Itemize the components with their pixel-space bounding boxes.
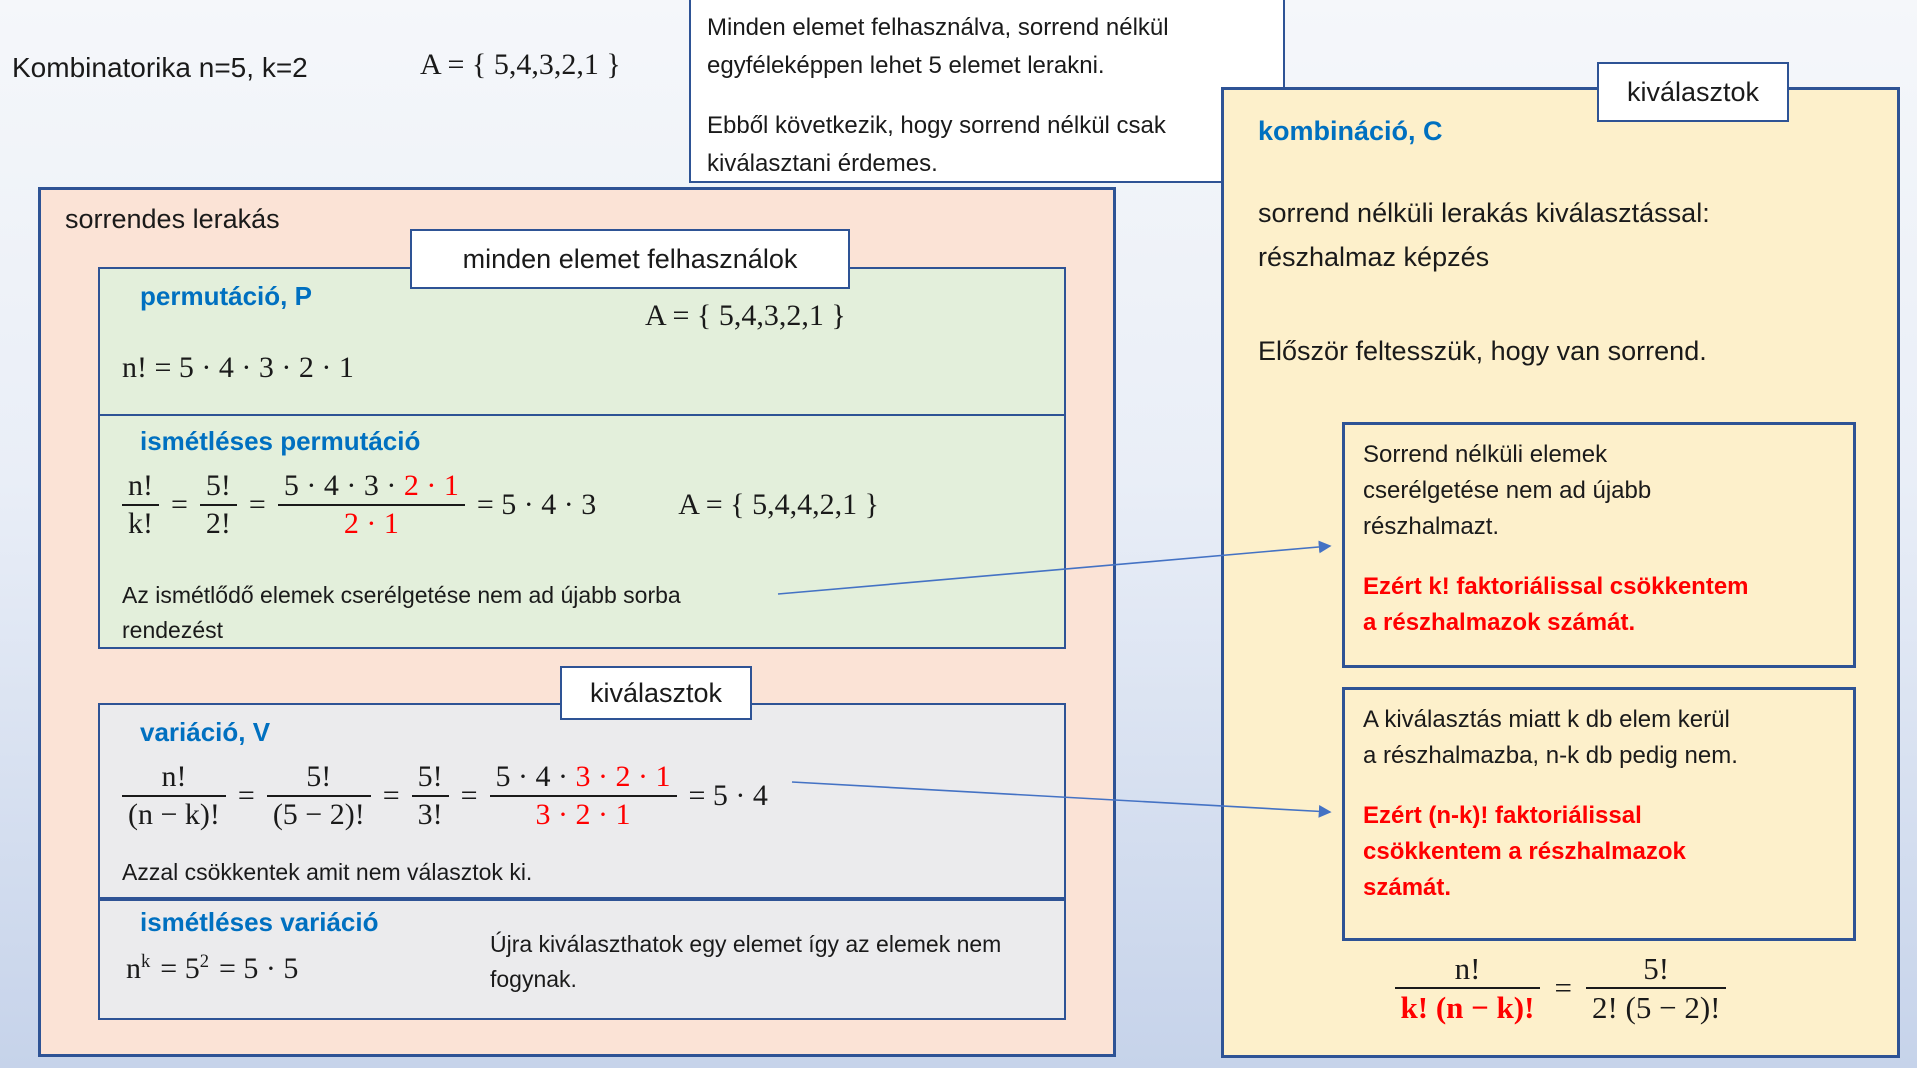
note-red-text: Ezért (n-k)! faktoriálissal csökkentem a… <box>1363 802 1686 901</box>
ordered-placement-box: sorrendes lerakás permutáció, P A = { 5,… <box>38 187 1116 1057</box>
equals-sign: = <box>1554 970 1572 1006</box>
fraction: 5! 2! <box>199 468 237 542</box>
fraction: 5 · 4 · 3 · 2 · 1 3 · 2 · 1 <box>489 759 677 833</box>
fraction-numerator: 5! <box>417 760 443 793</box>
label-select-middle: kiválasztok <box>560 666 752 720</box>
label-select-top-right: kiválasztok <box>1597 62 1789 122</box>
label-text: minden elemet felhasználok <box>462 243 798 274</box>
power-result: = 5 · 5 <box>219 952 299 985</box>
numerator-red-part: 2 · 1 <box>403 469 459 502</box>
equals-sign: = <box>460 779 478 812</box>
fraction: n! (n − k)! <box>122 759 226 833</box>
fraction-denominator-red: 3 · 2 · 1 <box>489 795 677 833</box>
fraction: 5! 3! <box>411 759 449 833</box>
label-all-elements-used: minden elemet felhasználok <box>410 229 850 289</box>
set-definition: A = { 5,4,3,2,1 } <box>420 48 621 81</box>
fraction-numerator: 5 · 4 · 3 · 2 · 1 <box>278 468 465 504</box>
combination-paragraph-2: Először feltesszük, hogy van sorrend. <box>1258 336 1707 366</box>
k-factorial-note-box: Sorrend nélküli elemek cserélgetése nem … <box>1342 422 1856 668</box>
info-box: Minden elemet felhasználva, sorrend nélk… <box>689 0 1285 183</box>
page-title: Kombinatorika n=5, k=2 <box>12 52 308 83</box>
fraction-denominator: 2! <box>199 504 237 542</box>
equals-sign: = <box>248 488 266 521</box>
fraction-numerator: 5! <box>306 760 332 793</box>
permutation-heading: permutáció, P <box>140 281 312 311</box>
fraction-denominator: 2! (5 − 2)! <box>1585 987 1727 1026</box>
nk-factorial-note-box: A kiválasztás miatt k db elem kerül a ré… <box>1342 687 1856 941</box>
fraction: n! k! (n − k)! <box>1394 950 1541 1026</box>
fraction-denominator: (5 − 2)! <box>266 795 371 833</box>
fraction: 5 · 4 · 3 · 2 · 1 2 · 1 <box>277 468 465 542</box>
permutation-section: permutáció, P A = { 5,4,3,2,1 } n! = 5 ·… <box>98 267 1066 416</box>
variation-formula: n! (n − k)! = 5! (5 − 2)! = 5! 3! = 5 · … <box>122 759 768 833</box>
fraction: 5! (5 − 2)! <box>266 759 371 833</box>
equals-sign: = <box>237 779 255 812</box>
repeated-variation-section: ismétléses variáció nk = 52 = 5 · 5 Újra k… <box>98 899 1066 1020</box>
variation-note: Azzal csökkentek amit nem választok ki. <box>122 859 533 885</box>
info-paragraph-1: Minden elemet felhasználva, sorrend nélk… <box>707 14 1169 79</box>
fraction: 5! 2! (5 − 2)! <box>1585 950 1727 1026</box>
fraction-numerator: 5! <box>1643 951 1670 986</box>
permutation-set: A = { 5,4,3,2,1 } <box>645 299 846 332</box>
repeated-permutation-section: ismétléses permutáció n! k! = 5! 2! = 5 … <box>98 414 1066 649</box>
fraction-numerator: n! <box>1454 951 1481 986</box>
label-text: kiválasztok <box>589 677 723 708</box>
label-text: kiválasztok <box>1626 76 1760 107</box>
note-red-text: Ezért k! faktoriálissal csökkentem a rés… <box>1363 573 1749 636</box>
combination-panel: kombináció, C sorrend nélküli lerakás ki… <box>1221 87 1900 1058</box>
fraction-denominator: k! <box>122 504 159 542</box>
fraction-numerator: n! <box>128 469 153 502</box>
power-exponent: k <box>141 951 151 972</box>
permutation-formula: n! = 5 · 4 · 3 · 2 · 1 <box>122 351 354 384</box>
repeated-variation-heading: ismétléses variáció <box>140 907 379 937</box>
fraction-denominator: 3! <box>411 795 449 833</box>
fraction-denominator: (n − k)! <box>122 795 226 833</box>
result-value: = 5 · 4 <box>688 779 768 812</box>
repeated-permutation-note: Az ismétlődő elemek cserélgetése nem ad … <box>122 582 681 643</box>
variation-section: variáció, V n! (n − k)! = 5! (5 − 2)! = … <box>98 703 1066 899</box>
note-black-text: A kiválasztás miatt k db elem kerül a ré… <box>1363 706 1738 769</box>
result-value: = 5 · 4 · 3 <box>476 488 597 521</box>
equals-sign: = <box>382 779 400 812</box>
numerator-black-part: 5 · 4 · 3 · <box>283 469 404 502</box>
repeated-permutation-heading: ismétléses permutáció <box>140 426 421 456</box>
numerator-black-part: 5 · 4 · <box>495 760 576 793</box>
ordered-placement-title: sorrendes lerakás <box>65 204 280 234</box>
power-base: n <box>126 952 141 985</box>
repeated-permutation-formula: n! k! = 5! 2! = 5 · 4 · 3 · 2 · 1 2 · 1 … <box>122 468 879 542</box>
variation-heading: variáció, V <box>140 717 271 747</box>
repeated-variation-formula: nk = 52 = 5 · 5 <box>126 951 298 986</box>
power-exponent-2: 2 <box>199 951 210 972</box>
combination-paragraph-1: sorrend nélküli lerakás kiválasztással: … <box>1258 198 1710 272</box>
note-black-text: Sorrend nélküli elemek cserélgetése nem … <box>1363 441 1652 540</box>
fraction-denominator-red: k! (n − k)! <box>1394 987 1541 1026</box>
fraction-numerator: 5! <box>205 469 231 502</box>
fraction-numerator: n! <box>161 760 187 793</box>
fraction: n! k! <box>122 468 159 542</box>
numerator-red-part: 3 · 2 · 1 <box>575 760 671 793</box>
fraction-denominator-red: 2 · 1 <box>277 504 465 542</box>
repeated-permutation-set: A = { 5,4,4,2,1 } <box>678 488 879 521</box>
combination-formula: n! k! (n − k)! = 5! 2! (5 − 2)! <box>1224 950 1897 1026</box>
combination-heading: kombináció, C <box>1258 116 1443 146</box>
repeated-variation-note: Újra kiválaszthatok egy elemet így az el… <box>490 931 1002 992</box>
equals-sign: = <box>171 488 188 521</box>
power-mid: = 5 <box>160 952 200 985</box>
fraction-numerator: 5 · 4 · 3 · 2 · 1 <box>490 759 677 795</box>
info-paragraph-2: Ebből következik, hogy sorrend nélkül cs… <box>707 111 1166 177</box>
